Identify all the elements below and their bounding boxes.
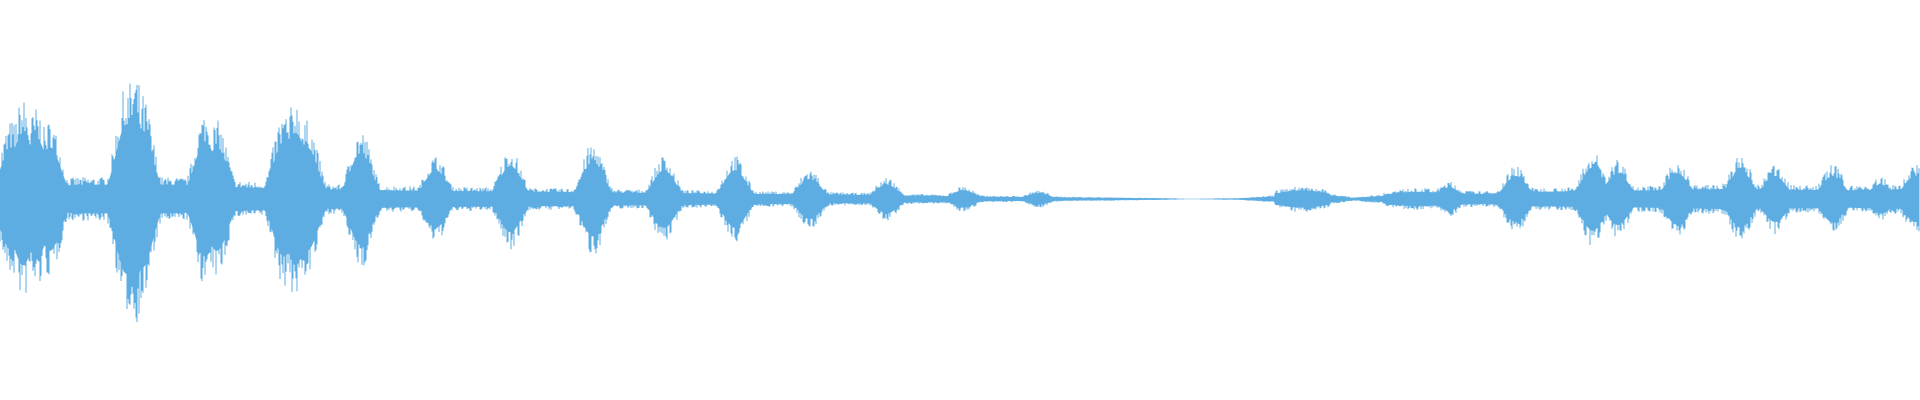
waveform-sample-strokes bbox=[0, 83, 1920, 322]
waveform-samples bbox=[0, 83, 1920, 322]
